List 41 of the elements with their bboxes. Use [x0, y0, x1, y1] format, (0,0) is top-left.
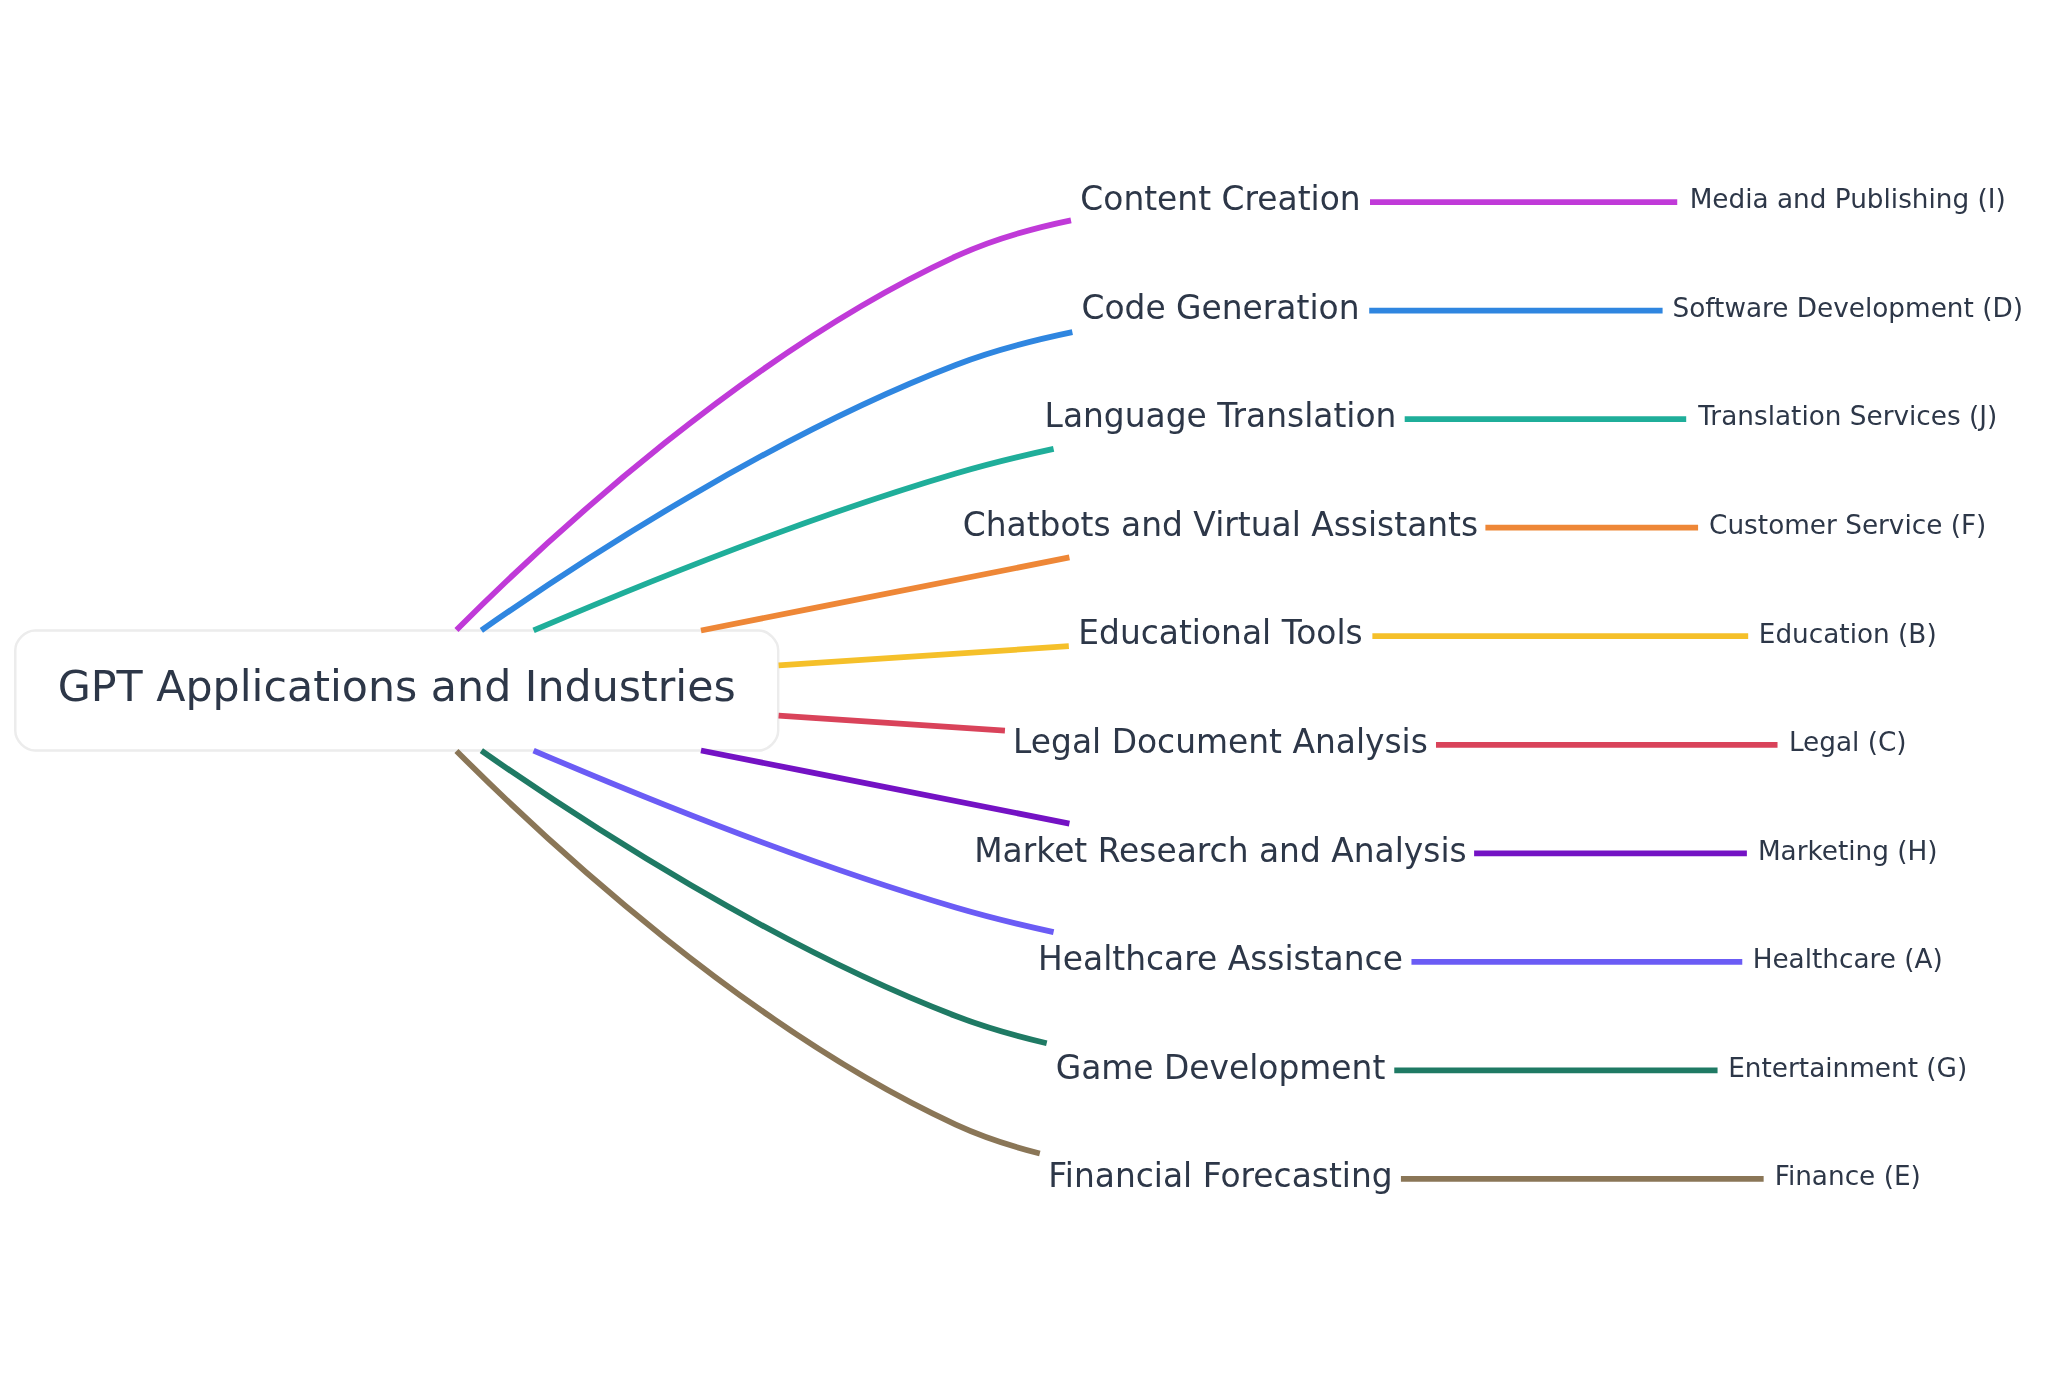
connector — [1370, 198, 1678, 205]
node-text: Marketing (H) — [1757, 835, 1938, 866]
node-text: Language Translation — [1044, 395, 1397, 435]
connector — [700, 554, 1070, 633]
connector — [479, 747, 1048, 1046]
connector — [479, 328, 1073, 633]
connector — [454, 748, 1041, 1156]
node-text: Healthcare (A) — [1752, 943, 1943, 974]
connector — [1485, 524, 1699, 531]
node-text: Game Development — [1055, 1047, 1386, 1087]
node-text: Customer Service (F) — [1709, 509, 1987, 540]
node-text: Media and Publishing (I) — [1689, 183, 2006, 214]
connector — [1400, 1175, 1764, 1182]
node-text: Financial Forecasting — [1048, 1155, 1393, 1195]
node-text: Entertainment (G) — [1728, 1052, 1968, 1083]
node-text: Code Generation — [1081, 287, 1360, 327]
connector — [1372, 632, 1749, 639]
connector — [1404, 415, 1687, 422]
node-text: Educational Tools — [1078, 612, 1363, 652]
connector — [1411, 958, 1743, 965]
connector — [1369, 307, 1663, 314]
node-text: Education (B) — [1758, 617, 1937, 648]
node-text: Chatbots and Virtual Assistants — [962, 504, 1479, 544]
node-text: Content Creation — [1080, 178, 1361, 218]
connector — [1394, 1066, 1718, 1073]
connector — [1474, 849, 1747, 856]
node-box: GPT Applications and Industries — [14, 628, 780, 752]
node-text: Software Development (D) — [1672, 292, 2023, 323]
connector — [778, 712, 1006, 733]
connector — [1436, 741, 1778, 748]
node-text: Translation Services (J) — [1698, 400, 1998, 431]
connector — [778, 642, 1069, 668]
connector — [700, 747, 1070, 826]
node-text: Legal Document Analysis — [1013, 721, 1428, 761]
node-text: Healthcare Assistance — [1038, 938, 1403, 978]
node-text: Legal (C) — [1788, 726, 1907, 757]
connector — [454, 217, 1072, 632]
node-text: Market Research and Analysis — [974, 830, 1467, 869]
connector — [532, 747, 1055, 935]
node-text: Finance (E) — [1774, 1160, 1921, 1191]
connector — [532, 445, 1055, 633]
